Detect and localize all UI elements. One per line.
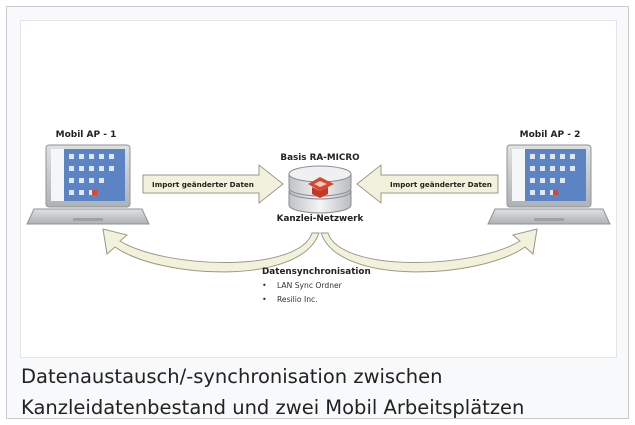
sync-title: Datensynchronisation [262, 267, 371, 277]
server-bottom-label: Kanzlei-Netzwerk [277, 214, 365, 224]
left-sync-curved-arrow [102, 228, 320, 273]
figure-container: Mobil AP - 1 Mobil AP - 2 [6, 6, 629, 419]
left-laptop-label: Mobil AP - 1 [56, 130, 117, 140]
diagram-frame: Mobil AP - 1 Mobil AP - 2 [20, 20, 617, 358]
right-laptop-icon [487, 144, 611, 225]
left-import-arrow [142, 163, 284, 205]
sync-item-2: Resilio Inc. [277, 295, 318, 304]
sync-bullet-1: • [262, 281, 267, 290]
right-arrow-label: Import geänderter Daten [390, 180, 492, 189]
sync-bullet-2: • [262, 295, 267, 304]
right-import-arrow [356, 163, 499, 205]
ra-micro-logo-icon [308, 177, 334, 198]
right-sync-curved-arrow [320, 228, 538, 273]
left-laptop-icon [26, 144, 150, 225]
right-laptop-label: Mobil AP - 2 [520, 130, 581, 140]
figure-caption: Datenaustausch/-synchronisation zwischen… [21, 361, 621, 423]
left-arrow-label: Import geänderter Daten [152, 180, 254, 189]
caption-line-1: Datenaustausch/-synchronisation zwischen [21, 365, 443, 388]
sync-item-1: LAN Sync Ordner [277, 281, 343, 290]
diagram-svg: Mobil AP - 1 Mobil AP - 2 [26, 130, 611, 304]
server-top-label: Basis RA-MICRO [280, 153, 360, 163]
caption-line-2: Kanzleidatenbestand und zwei Mobil Arbei… [21, 396, 525, 419]
